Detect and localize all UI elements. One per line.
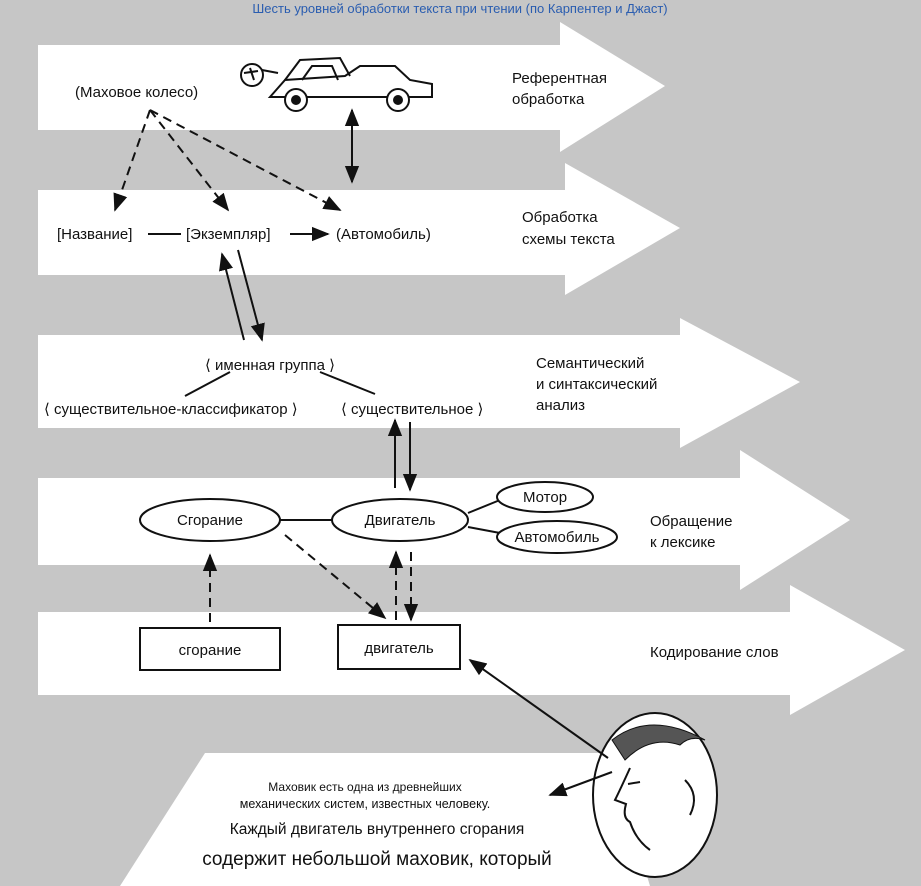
reading-panel [120, 753, 650, 886]
band-text-schema [38, 163, 680, 295]
node-noun: ⟨ существительное ⟩ [341, 401, 483, 418]
gaze-arrows [468, 658, 613, 797]
face-icon [592, 712, 718, 878]
band-semantic-syntactic [38, 318, 800, 448]
node-engine-word: двигатель [364, 640, 434, 657]
reading-line-3: Каждый двигатель внутреннего сгорания [230, 821, 525, 838]
level-bands [38, 22, 905, 886]
node-name: [Название] [57, 226, 132, 243]
node-flywheel: (Маховое колесо) [75, 84, 198, 101]
node-motor-concept: Мотор [523, 489, 567, 506]
band-word-encoding [38, 585, 905, 715]
oval-motor [496, 481, 594, 513]
oval-automobile-lexicon [496, 520, 618, 554]
dashed-links [113, 109, 419, 622]
level-label-word-encoding: Кодирование слов [650, 644, 779, 661]
level-label-referential: Референтная обработка [512, 70, 611, 108]
node-combustion-word: сгорание [179, 642, 242, 659]
reading-line-2: механических систем, известных человеку. [240, 797, 490, 811]
node-combustion-concept: Сгорание [177, 512, 243, 529]
node-instance: [Экземпляр] [186, 226, 271, 243]
oval-engine [331, 498, 469, 542]
node-automobile-lexicon: Автомобиль [515, 529, 600, 546]
figure-caption: Шесть уровней обработки текста при чтени… [252, 1, 668, 16]
level-label-text-schema: Обработка схемы текста [522, 209, 615, 248]
oval-combustion [139, 498, 281, 542]
node-noun-phrase: ⟨ именная группа ⟩ [205, 357, 335, 374]
box-combustion-word [139, 627, 281, 671]
node-noun-classifier: ⟨ существительное-классификатор ⟩ [44, 401, 298, 418]
reading-line-1: Маховик есть одна из древнейших [268, 780, 461, 794]
level-label-lexical-access: Обращение к лексике [650, 513, 737, 551]
box-engine-word [337, 624, 461, 670]
solid-links [148, 108, 501, 534]
node-engine-concept: Двигатель [365, 512, 436, 529]
reading-line-4: содержит небольшой маховик, который [202, 849, 552, 870]
level-label-semantic-syntactic: Семантический и синтаксический анализ [536, 355, 662, 414]
node-automobile-concept: (Автомобиль) [336, 226, 431, 243]
car-icon [240, 56, 433, 112]
